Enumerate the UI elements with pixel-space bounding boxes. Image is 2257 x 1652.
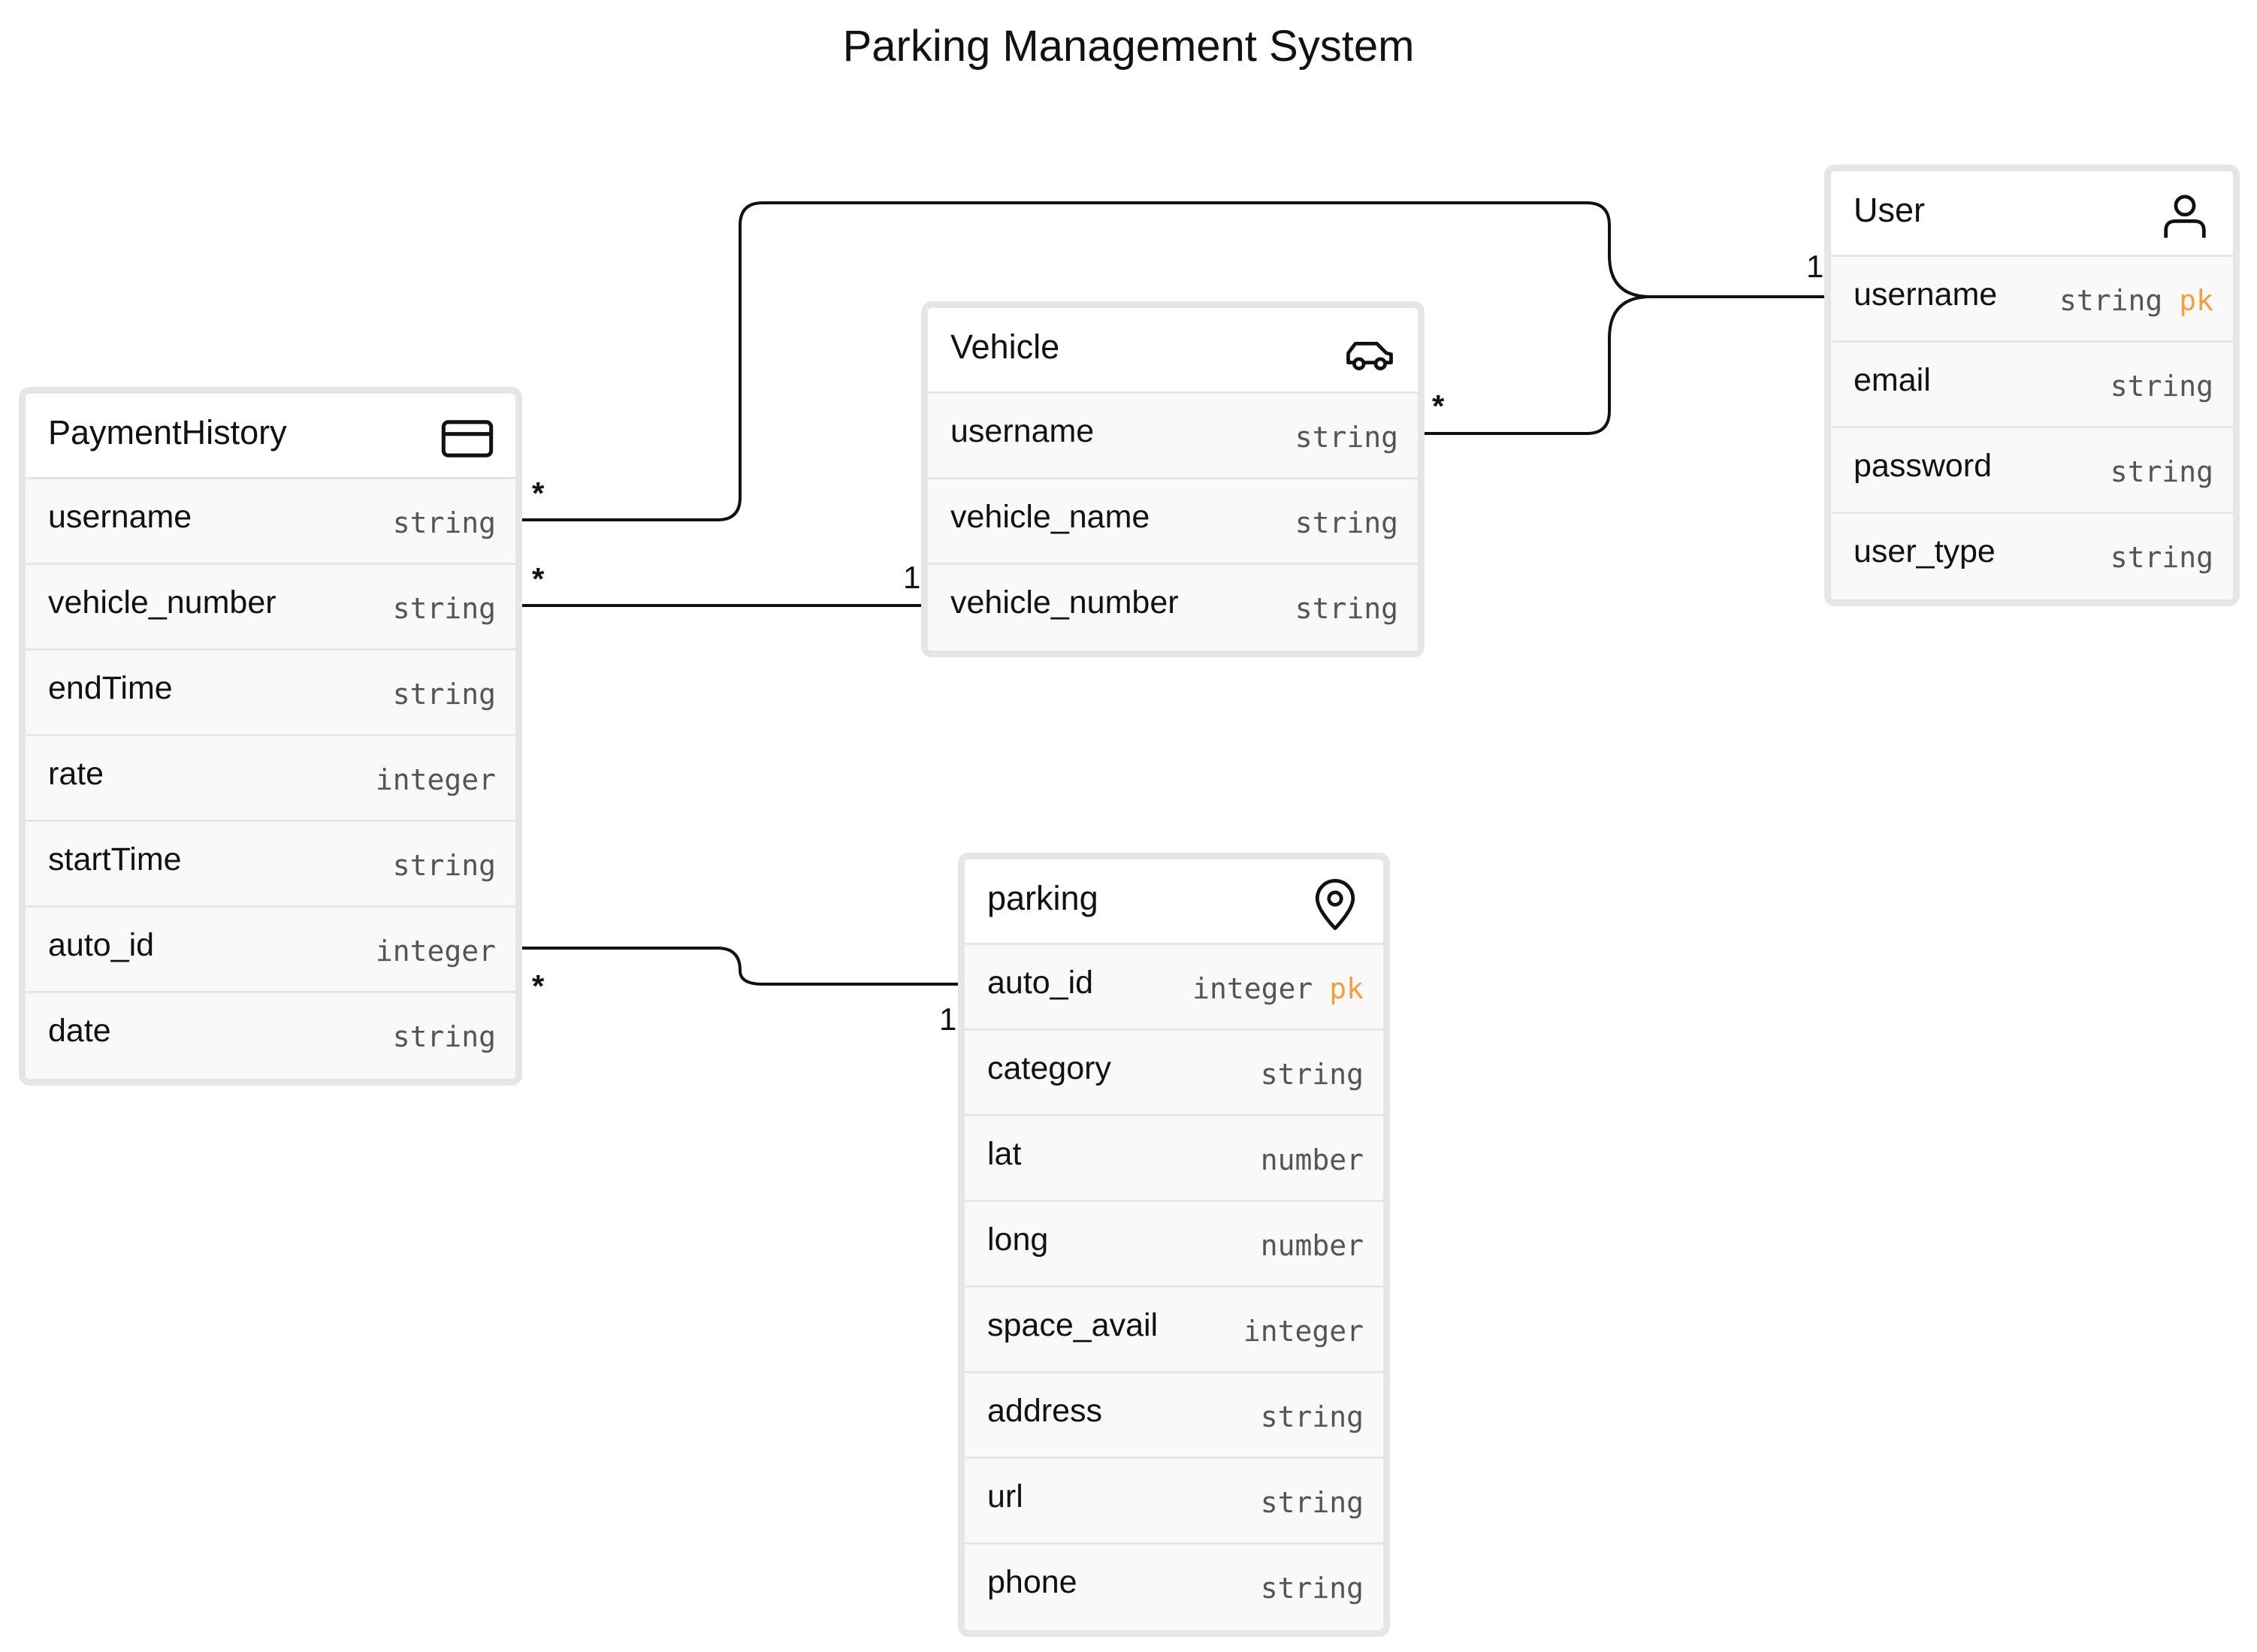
entity-name: User (1854, 191, 1926, 229)
field-row: username string (26, 479, 515, 565)
map-pin-icon (1315, 879, 1355, 931)
field-name: space_avail (987, 1307, 1159, 1343)
field-name: category (987, 1050, 1111, 1086)
field-row: endTime string (26, 651, 515, 736)
field-name: vehicle_number (950, 584, 1179, 621)
field-row: username string pk (1831, 257, 2233, 343)
field-row: long number (965, 1202, 1383, 1288)
entity-header: Vehicle (928, 308, 1418, 394)
user-icon (2164, 195, 2206, 238)
cardinality-label: * (532, 561, 545, 596)
link-vehicle-username-to-user (1409, 295, 1651, 435)
field-type: integer (375, 935, 496, 968)
field-name: long (987, 1222, 1049, 1258)
field-name: auto_id (987, 965, 1094, 1001)
field-type-group: string pk (2059, 284, 2213, 317)
field-type: string (1295, 506, 1398, 539)
field-name: user_type (1854, 533, 1996, 569)
field-name: username (48, 499, 192, 535)
field-type: string (1260, 1486, 1364, 1519)
primary-key-badge: pk (2179, 284, 2213, 317)
field-row: password string (1831, 428, 2233, 514)
entity-name: PaymentHistory (48, 413, 287, 452)
primary-key-badge: pk (1329, 972, 1364, 1005)
field-name: auto_id (48, 927, 155, 963)
field-row: address string (965, 1373, 1383, 1459)
field-type: string (2059, 284, 2163, 317)
entity-header: PaymentHistory (26, 394, 515, 479)
field-name: phone (987, 1564, 1077, 1600)
field-type: number (1260, 1143, 1364, 1176)
entity-name: parking (987, 879, 1098, 917)
field-row: user_type string (1831, 514, 2233, 599)
entity-user[interactable]: User username string pk email string passwo… (1824, 165, 2240, 606)
cardinality-label: * (532, 476, 545, 511)
field-type: string (1295, 421, 1398, 454)
link-payment-autoid-to-parking (509, 947, 974, 986)
field-type: string (392, 849, 496, 882)
link-payment-username-to-user (509, 201, 1839, 521)
field-type: string (1260, 1058, 1364, 1091)
cardinality-label: 1 (1806, 249, 1824, 284)
field-type: string (1260, 1400, 1364, 1433)
field-type: string (392, 592, 496, 625)
field-name: email (1854, 362, 1931, 398)
cardinality-label: 1 (903, 560, 921, 595)
field-name: address (987, 1393, 1102, 1429)
field-row: startTime string (26, 822, 515, 908)
field-type: integer (1243, 1315, 1364, 1348)
field-name: startTime (48, 841, 182, 877)
entity-payment-history[interactable]: PaymentHistory username string vehicle_nu… (19, 387, 522, 1086)
field-row: auto_id integer pk (965, 945, 1383, 1031)
field-name: password (1854, 448, 1993, 484)
field-row: lat number (965, 1116, 1383, 1202)
cardinality-label: * (532, 968, 545, 1004)
field-row: category string (965, 1031, 1383, 1116)
field-type: string (392, 678, 496, 711)
field-type: string (392, 1020, 496, 1053)
field-type: string (2110, 541, 2213, 574)
field-row: rate integer (26, 736, 515, 822)
field-type: string (1295, 592, 1398, 625)
entity-name: Vehicle (950, 328, 1060, 366)
car-icon (1346, 341, 1393, 370)
field-type: integer (1192, 972, 1313, 1005)
entity-header: parking (965, 859, 1383, 945)
field-row: date string (26, 993, 515, 1079)
field-row: auto_id integer (26, 908, 515, 993)
field-row: phone string (965, 1545, 1383, 1630)
entity-header: User (1831, 171, 2233, 257)
field-type: integer (375, 763, 496, 796)
field-type: number (1260, 1229, 1364, 1262)
field-name: username (1854, 276, 1998, 313)
field-name: vehicle_number (48, 584, 276, 621)
field-name: username (950, 413, 1095, 449)
field-name: url (987, 1478, 1023, 1515)
field-row: url string (965, 1459, 1383, 1545)
field-type: string (392, 506, 496, 539)
field-name: vehicle_name (950, 499, 1150, 535)
field-name: endTime (48, 670, 173, 706)
field-type: string (2110, 370, 2213, 403)
field-type-group: integer pk (1192, 972, 1364, 1005)
field-type: string (1260, 1572, 1364, 1605)
field-name: lat (987, 1136, 1022, 1172)
cardinality-label: 1 (939, 1001, 957, 1037)
field-row: username string (928, 394, 1418, 479)
field-row: vehicle_number string (928, 565, 1418, 651)
field-type: string (2110, 455, 2213, 488)
field-row: vehicle_name string (928, 479, 1418, 565)
field-row: space_avail integer (965, 1288, 1383, 1373)
field-row: email string (1831, 343, 2233, 428)
diagram-title: Parking Management System (842, 22, 1415, 71)
field-row: vehicle_number string (26, 565, 515, 651)
credit-card-icon (441, 420, 494, 458)
field-name: date (48, 1013, 111, 1049)
cardinality-label: * (1432, 388, 1445, 424)
field-name: rate (48, 756, 104, 792)
